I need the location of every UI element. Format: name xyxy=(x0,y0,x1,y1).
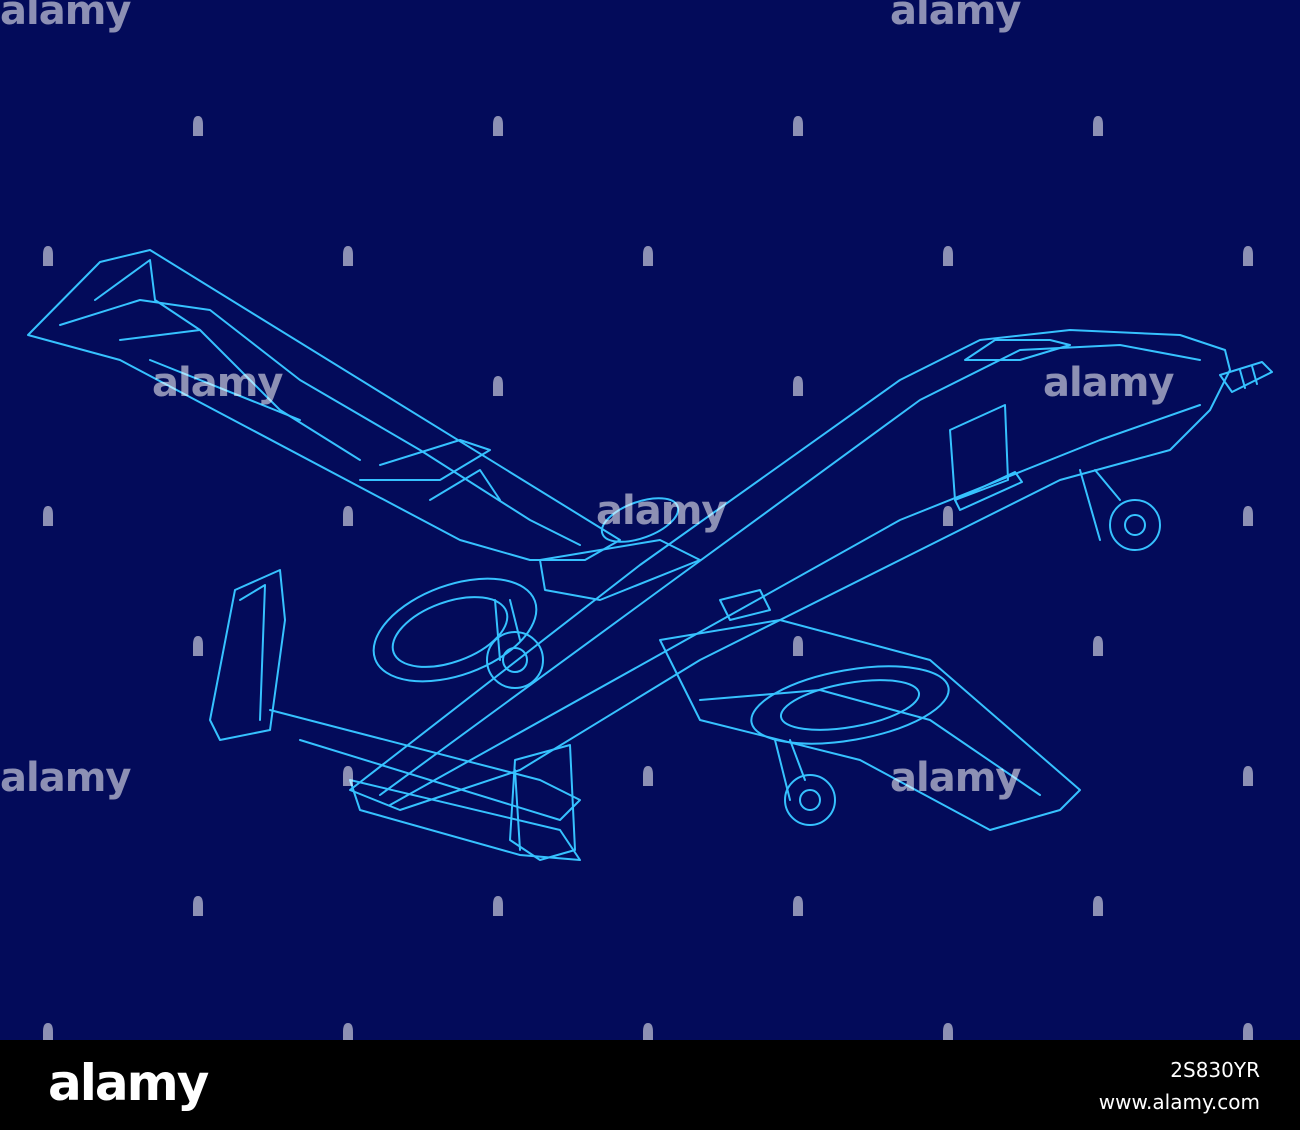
left-engine-pod xyxy=(372,577,538,683)
watermark-lock-icon xyxy=(643,246,653,266)
left-wing-inner xyxy=(59,299,581,546)
tail-fin-detail xyxy=(239,584,521,851)
watermark-lock-icon xyxy=(1093,636,1103,656)
watermark-lock-icon xyxy=(1243,1023,1253,1043)
nose-sensor xyxy=(1219,361,1273,393)
tail-boom xyxy=(269,709,581,821)
watermark-lock-icon xyxy=(343,506,353,526)
vertical-fin-left xyxy=(209,569,286,741)
left-engine-pod-inner xyxy=(391,596,509,668)
watermark-text: alamy xyxy=(890,0,1021,34)
watermark-lock-icon xyxy=(43,246,53,266)
watermark-lock-icon xyxy=(1243,246,1253,266)
drone-wireframe-illustration xyxy=(27,249,1273,861)
right-engine-pod xyxy=(750,665,950,745)
watermark-lock-icon xyxy=(493,896,503,916)
nose-sensor-detail xyxy=(1239,365,1258,389)
watermark-lock-icon xyxy=(1243,766,1253,786)
watermark-lock-icon xyxy=(493,376,503,396)
fuselage-top-line xyxy=(379,344,1201,796)
watermark-text: alamy xyxy=(596,488,727,534)
watermark-text: alamy xyxy=(152,360,283,406)
left-main-gear-strut xyxy=(494,599,521,661)
side-panel xyxy=(949,404,1009,501)
image-id-label: 2S830YR xyxy=(1170,1058,1260,1082)
watermark-text: alamy xyxy=(0,755,131,801)
right-main-gear-strut xyxy=(774,739,806,801)
watermark-lock-icon xyxy=(193,116,203,136)
canopy xyxy=(964,339,1071,361)
fuselage-bottom-line xyxy=(389,404,1201,806)
site-url-link[interactable]: www.alamy.com xyxy=(1098,1090,1260,1114)
right-main-gear-hub xyxy=(799,789,821,811)
right-main-gear-wheel xyxy=(784,774,836,826)
watermark-lock-icon xyxy=(943,506,953,526)
left-wing xyxy=(27,249,621,561)
watermark-lock-icon xyxy=(793,116,803,136)
watermark-lock-icon xyxy=(343,1023,353,1043)
vertical-fin-lower xyxy=(509,744,576,861)
watermark-lock-icon xyxy=(343,246,353,266)
propeller-hub xyxy=(600,497,680,543)
drone-outline-group xyxy=(27,249,1273,861)
watermark-text: alamy xyxy=(890,755,1021,801)
nose-gear-hub xyxy=(1124,514,1146,536)
nose-gear-wheel xyxy=(1109,499,1161,551)
right-wing xyxy=(659,619,1081,831)
watermark-text: alamy xyxy=(0,0,131,34)
watermark-lock-icon xyxy=(793,896,803,916)
right-wing-inner xyxy=(699,689,1041,796)
belly-detail xyxy=(719,589,771,621)
footer-logo[interactable]: alamy xyxy=(48,1054,209,1112)
watermark-text: alamy xyxy=(1043,360,1174,406)
watermark-lock-icon xyxy=(943,1023,953,1043)
watermark-lock-icon xyxy=(193,896,203,916)
fuselage xyxy=(349,329,1231,811)
left-main-gear-wheel xyxy=(486,631,544,689)
wing-pylon xyxy=(539,539,701,601)
watermark-lock-icon xyxy=(43,506,53,526)
watermark-lock-icon xyxy=(43,1023,53,1043)
left-wing-detail xyxy=(359,439,491,481)
left-main-gear-hub xyxy=(502,647,528,673)
nose-gear-strut xyxy=(1079,469,1121,541)
watermark-lock-icon xyxy=(343,766,353,786)
watermark-lock-icon xyxy=(643,766,653,786)
watermark-lock-icon xyxy=(793,636,803,656)
watermark-lock-icon xyxy=(1093,116,1103,136)
watermark-lock-icon xyxy=(793,376,803,396)
watermark-lock-icon xyxy=(493,116,503,136)
watermark-lock-icon xyxy=(1243,506,1253,526)
watermark-lock-icon xyxy=(1093,896,1103,916)
watermark-lock-icon xyxy=(643,1023,653,1043)
stock-footer-bar: alamy 2S830YR www.alamy.com xyxy=(0,1040,1300,1130)
footer-meta: 2S830YR www.alamy.com xyxy=(1099,1058,1260,1114)
watermark-lock-icon xyxy=(943,246,953,266)
right-engine-pod-inner xyxy=(779,679,921,731)
side-panel-slot xyxy=(954,471,1023,511)
left-wing-rib xyxy=(119,329,501,501)
watermark-lock-icon xyxy=(193,636,203,656)
